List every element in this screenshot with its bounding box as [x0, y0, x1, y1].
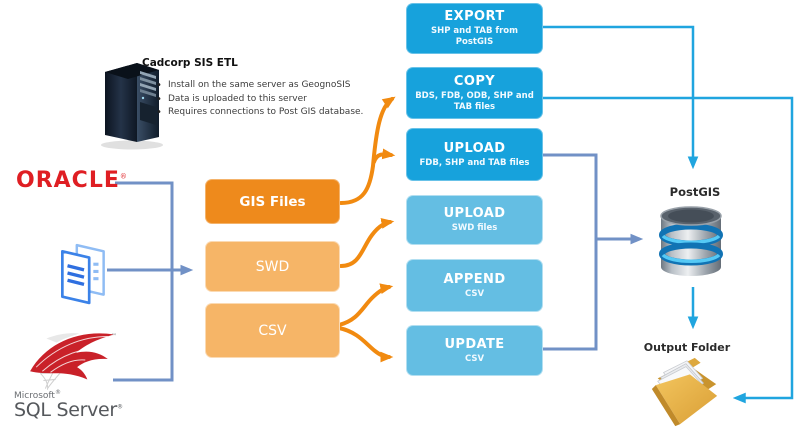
connector-operations-bracket	[543, 153, 598, 351]
connector-export-to-postgis	[543, 25, 699, 170]
export-box: EXPORT SHP and TAB from PostGIS	[406, 3, 543, 54]
documents-icon	[56, 241, 110, 309]
connector-swd-to-upload-swd	[339, 218, 395, 268]
csv-label: CSV	[258, 322, 287, 339]
sql-server-text: SQL Server	[14, 399, 117, 421]
postgis-label: PostGIS	[669, 185, 721, 199]
etl-bullet-list: Install on the same server as GeognoSIS …	[156, 79, 422, 120]
upload-swd-sublabel: SWD files	[451, 223, 498, 233]
gis-files-box: GIS Files	[205, 179, 340, 224]
connector-gisfiles-to-upload	[372, 148, 396, 164]
sql-server-swoosh-icon	[26, 326, 118, 396]
connector-csv-to-update	[337, 326, 394, 363]
postgis-database-icon	[656, 202, 726, 286]
output-folder-icon	[645, 353, 725, 433]
oracle-registered-mark: ®	[119, 172, 128, 181]
upload-box: UPLOAD FDB, SHP and TAB files	[406, 128, 543, 181]
sql-server-logo: Microsoft® SQL Server®	[14, 390, 123, 420]
update-label: UPDATE	[444, 336, 505, 352]
copy-sublabel: BDS, FDB, ODB, SHP and TAB files	[415, 90, 534, 112]
upload-label: UPLOAD	[443, 140, 506, 156]
etl-server-notes: Cadcorp SIS ETL Install on the same serv…	[142, 57, 422, 120]
etl-server-title: Cadcorp SIS ETL	[142, 57, 238, 69]
server-tower-icon	[98, 58, 166, 154]
output-folder-label: Output Folder	[643, 341, 731, 354]
etl-bullet-item: Install on the same server as GeognoSIS	[156, 79, 422, 93]
swd-box: SWD	[205, 241, 340, 292]
swd-label: SWD	[255, 258, 290, 275]
connector-sources-bracket	[113, 181, 174, 382]
upload-swd-label: UPLOAD	[443, 206, 506, 221]
append-box: APPEND CSV	[406, 259, 543, 312]
sql-server-tm-mark: ™	[111, 333, 117, 340]
microsoft-text: Microsoft	[14, 391, 55, 401]
upload-sublabel: FDB, SHP and TAB files	[419, 157, 530, 168]
upload-swd-box: UPLOAD SWD files	[406, 195, 543, 245]
sql-server-registered-mark: ®	[116, 403, 123, 411]
export-label: EXPORT	[444, 9, 505, 24]
copy-box: COPY BDS, FDB, ODB, SHP and TAB files	[406, 67, 543, 119]
update-box: UPDATE CSV	[406, 325, 543, 376]
oracle-logo-text: ORACLE	[16, 168, 120, 193]
copy-label: COPY	[453, 73, 496, 89]
append-sublabel: CSV	[464, 288, 485, 299]
connector-copy-to-output-folder	[543, 96, 794, 404]
append-label: APPEND	[443, 271, 506, 287]
connector-csv-to-append	[337, 283, 394, 327]
oracle-logo: ORACLE®	[16, 168, 128, 193]
etl-bullet-item: Data is uploaded to this server	[156, 93, 422, 107]
etl-bullet-item: Requires connections to Post GIS databas…	[156, 106, 422, 120]
gis-files-label: GIS Files	[239, 193, 306, 210]
export-sublabel: SHP and TAB from PostGIS	[431, 26, 518, 47]
microsoft-registered-mark: ®	[54, 389, 61, 396]
update-sublabel: CSV	[464, 353, 485, 364]
csv-box: CSV	[205, 303, 340, 358]
